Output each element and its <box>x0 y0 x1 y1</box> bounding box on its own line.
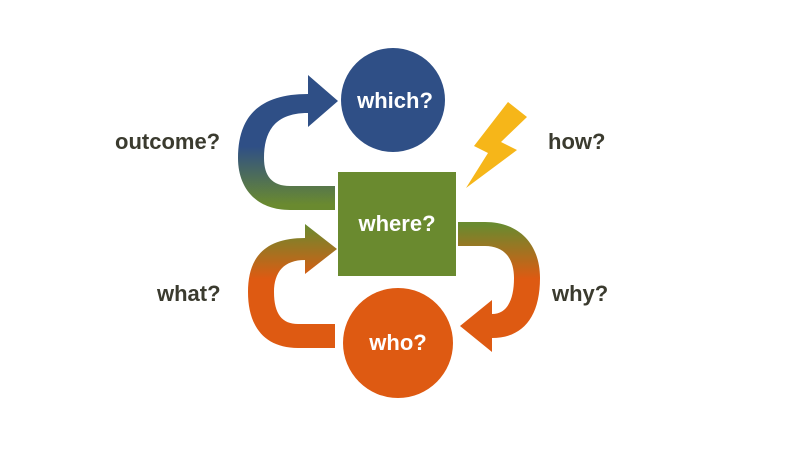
label-why: why? <box>551 281 608 306</box>
label-what: what? <box>156 281 221 306</box>
lightning-bolt-icon <box>466 102 527 188</box>
where-node-label: where? <box>357 211 435 236</box>
label-outcome: outcome? <box>115 129 220 154</box>
which-node-label: which? <box>356 88 433 113</box>
arrow-where-to-which <box>238 75 338 210</box>
who-node <box>343 288 453 398</box>
arrow-who-to-where <box>248 224 337 348</box>
arrow-where-to-who <box>458 222 540 352</box>
where-node <box>338 172 456 276</box>
which-node <box>341 48 445 152</box>
label-how: how? <box>548 129 605 154</box>
who-node-label: who? <box>368 330 426 355</box>
